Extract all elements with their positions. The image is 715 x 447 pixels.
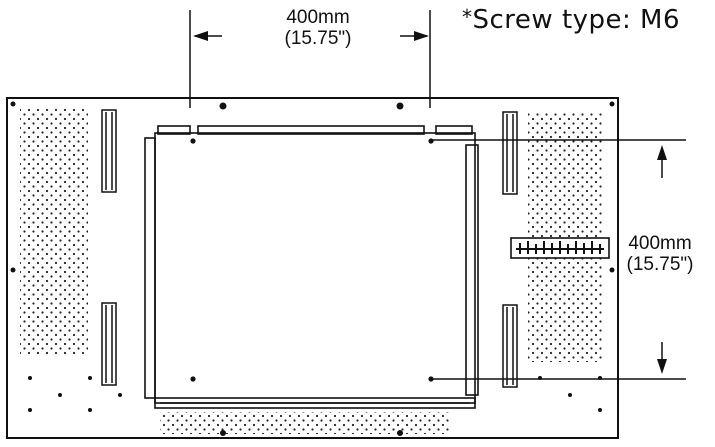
panel-dots — [10, 101, 615, 436]
horizontal-dimension-label: 400mm (15.75") — [258, 7, 378, 50]
screw-hole-bottom-left — [190, 376, 196, 382]
horizontal-dimension-metric: 400mm — [286, 7, 350, 28]
note-text: Screw type: M6 — [472, 5, 681, 35]
side-brackets — [101, 109, 518, 388]
screw-holes — [190, 138, 434, 382]
screw-hole-top-right — [428, 138, 434, 144]
horizontal-dimension-imperial: (15.75") — [284, 28, 352, 50]
vertical-dimension-metric: 400mm — [628, 233, 692, 254]
screw-hole-bottom-right — [428, 376, 434, 382]
vertical-dimension — [432, 139, 686, 380]
vertical-dimension-label: 400mm (15.75") — [612, 233, 708, 276]
vent-grid-right — [528, 112, 604, 362]
note-asterisk: * — [462, 5, 473, 29]
display-back-panel — [6, 97, 619, 439]
vent-grid-left — [20, 108, 88, 356]
screw-type-note: *Screw type: M6 — [462, 5, 680, 35]
horizontal-dimension — [189, 10, 431, 108]
vertical-dimension-imperial: (15.75") — [626, 254, 694, 276]
inner-mount-frame — [144, 125, 479, 409]
vent-grid-bottom — [160, 412, 450, 434]
screw-hole-top-left — [190, 138, 196, 144]
connector-strip — [510, 237, 610, 259]
